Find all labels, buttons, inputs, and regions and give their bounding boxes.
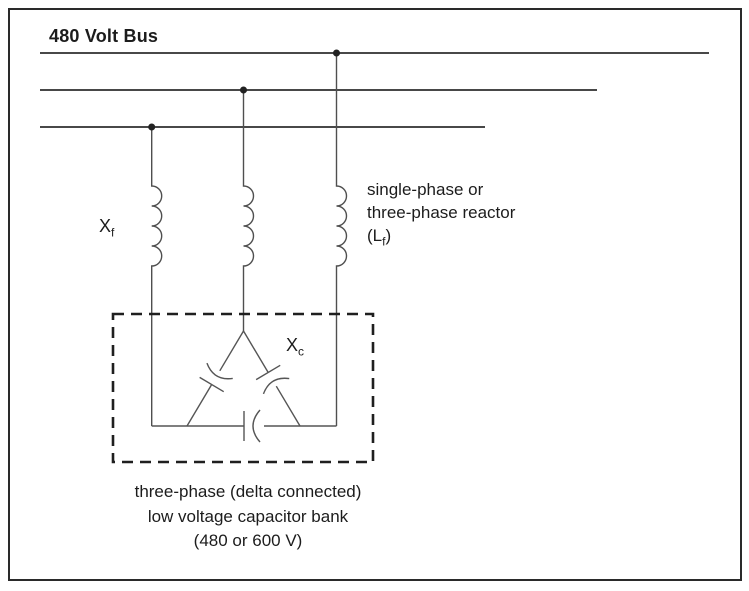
reactor-description-line2: three-phase reactor [367,203,516,222]
junction-dot-phase-a [333,49,340,57]
reactor-description: single-phase or three-phase reactor (Lf) [367,178,515,247]
caption-line1: three-phase (delta connected) [134,482,362,501]
capacitor-bottom-curved-plate [252,409,261,443]
xf-base: X [99,216,112,236]
capacitor-bank-boundary [111,312,375,464]
reactor-branches [151,53,348,426]
xc-base: X [286,335,299,355]
reactor-description-line1: single-phase or [367,180,484,199]
junction-dot-phase-c [148,123,156,131]
capacitor-right-curved-plate [262,377,290,395]
delta-right-side-lower [275,385,301,427]
reactor-lf-prefix: (L [367,226,383,245]
reactor-lf-subscript: f [382,234,386,249]
capacitor-symbols [199,362,290,443]
capacitor-left [199,362,233,393]
diagram-border [8,8,742,581]
reactor-coil-left [151,127,163,426]
capacitor-impedance-label: Xc [286,335,305,359]
delta-left-side-upper [219,330,245,372]
delta-left-side-lower [186,384,213,427]
junction-dot-phase-b [240,86,247,94]
capacitor-bottom [243,409,261,443]
capacitor-left-straight-plate [199,376,225,393]
caption-line2: low voltage capacitor bank [147,506,349,526]
capacitor-right [255,364,290,395]
reactor-impedance-label: Xf [99,216,115,240]
reactor-description-line3: (Lf) [367,224,515,247]
reactor-lf-suffix: ) [385,226,392,245]
capacitor-right-straight-plate [255,364,281,381]
delta-right-side-upper [242,330,269,373]
xc-subscript: c [298,344,305,359]
caption-line3: (480 or 600 V) [193,531,303,550]
junction-dots [148,49,340,131]
capacitor-left-curved-plate [206,362,233,380]
xf-subscript: f [111,225,115,240]
reactor-coil-middle [242,90,255,331]
bus-lines [40,52,709,128]
delta-connection [151,330,337,427]
reactor-coil-right [335,53,348,426]
bus-title: 480 Volt Bus [49,26,159,46]
capacitor-bank-caption: three-phase (delta connected) low voltag… [78,480,418,554]
